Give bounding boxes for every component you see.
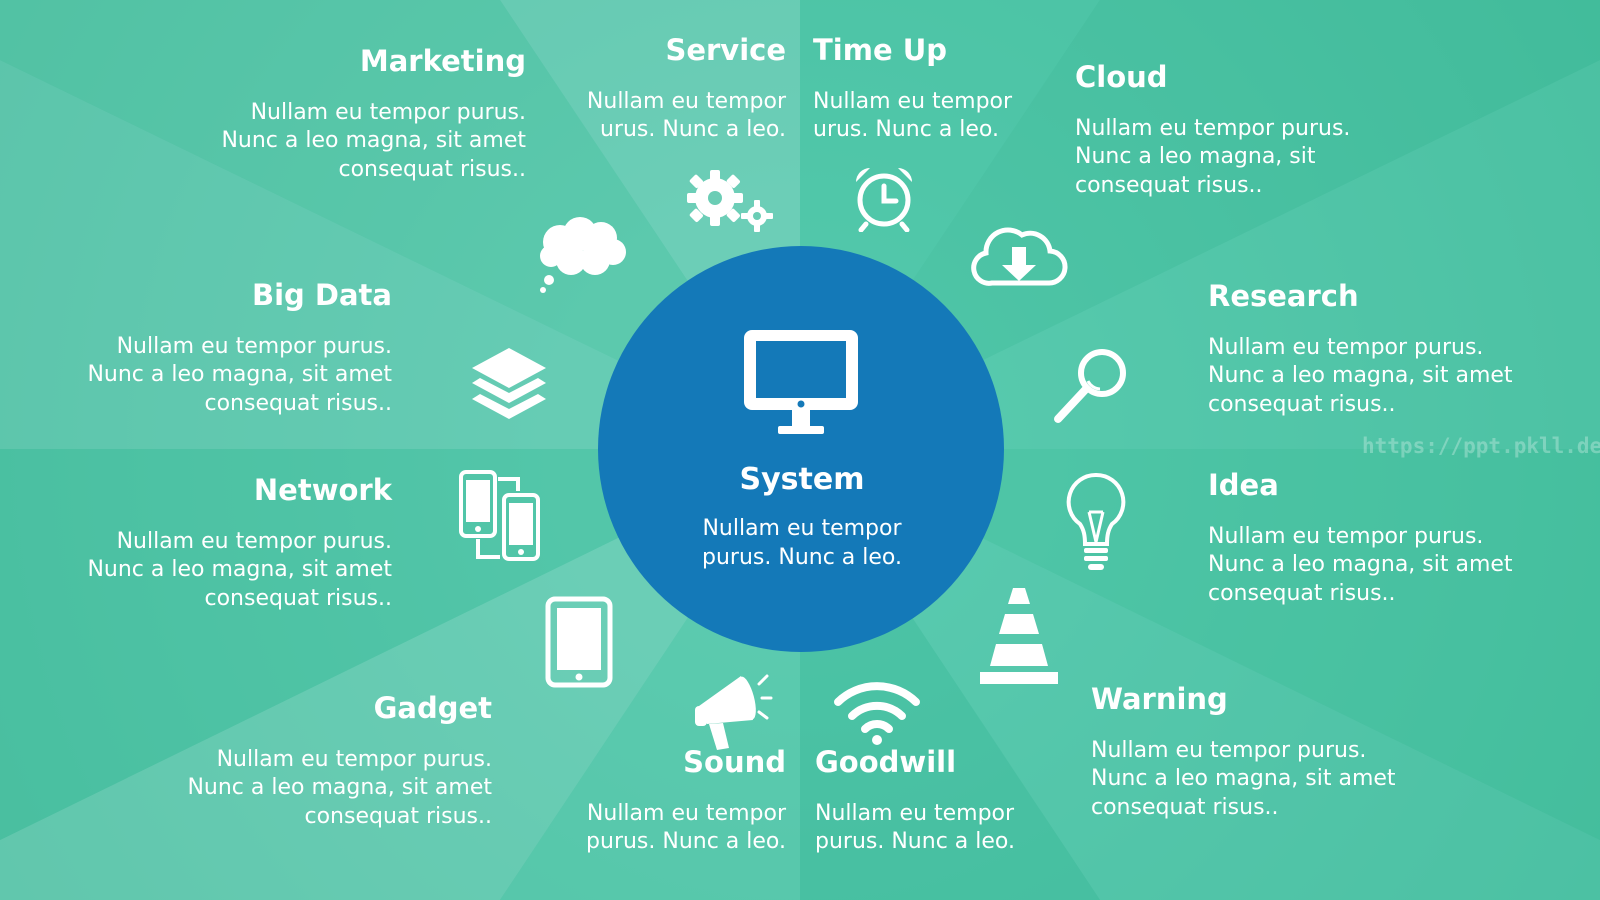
segment-sound: Sound Nullam eu tempor purus. Nunc a leo… bbox=[586, 745, 786, 857]
segment-research: Research Nullam eu tempor purus. Nunc a … bbox=[1208, 279, 1513, 420]
segment-body: Nullam eu tempor purus. Nunc a leo magna… bbox=[87, 333, 392, 416]
gears-icon bbox=[687, 170, 773, 232]
segment-title: Sound bbox=[683, 745, 786, 779]
segment-gadget: Gadget Nullam eu tempor purus. Nunc a le… bbox=[187, 691, 492, 832]
light-bulb-icon bbox=[1066, 472, 1126, 570]
segment-body: Nullam eu tempor urus. Nunc a leo. bbox=[813, 88, 1013, 143]
segment-body: Nullam eu tempor purus. Nunc a leo magna… bbox=[1091, 737, 1396, 820]
segment-service: Service Nullam eu tempor urus. Nunc a le… bbox=[587, 33, 786, 145]
segment-title: Marketing bbox=[359, 44, 526, 78]
segment-body: Nullam eu tempor purus. Nunc a leo. bbox=[815, 800, 1015, 855]
center-circle bbox=[598, 246, 1004, 652]
segment-title: Cloud bbox=[1075, 60, 1168, 94]
segment-body: Nullam eu tempor purus. Nunc a leo magna… bbox=[187, 746, 492, 829]
watermark-text: https://ppt.pkll.de bbox=[1362, 434, 1600, 458]
segment-cloud: Cloud Nullam eu tempor purus. Nunc a leo… bbox=[1075, 60, 1350, 201]
wifi-icon bbox=[834, 682, 920, 745]
center-label: System Nullam eu tempor purus. Nunc a le… bbox=[630, 462, 974, 572]
segment-marketing: Marketing Nullam eu tempor purus. Nunc a… bbox=[221, 44, 526, 185]
segment-idea: Idea Nullam eu tempor purus. Nunc a leo … bbox=[1208, 468, 1513, 609]
thought-bubble-icon bbox=[540, 217, 626, 293]
center-title: System bbox=[739, 462, 865, 497]
segment-title: Service bbox=[665, 33, 786, 67]
segment-body: Nullam eu tempor purus. Nunc a leo magna… bbox=[1208, 334, 1513, 417]
segment-network: Network Nullam eu tempor purus. Nunc a l… bbox=[87, 473, 392, 614]
segment-goodwill: Goodwill Nullam eu tempor purus. Nunc a … bbox=[815, 745, 1015, 857]
wedge-warning bbox=[800, 449, 1600, 900]
segment-body: Nullam eu tempor purus. Nunc a leo magna… bbox=[1075, 115, 1351, 198]
segment-body: Nullam eu tempor purus. Nunc a leo magna… bbox=[87, 528, 392, 611]
segment-body: Nullam eu tempor purus. Nunc a leo magna… bbox=[1208, 523, 1513, 606]
magnifier-icon bbox=[1054, 349, 1126, 423]
segment-title: Goodwill bbox=[815, 745, 957, 779]
segment-title: Big Data bbox=[252, 278, 392, 312]
segment-body: Nullam eu tempor purus. Nunc a leo magna… bbox=[221, 99, 526, 182]
wedge-marketing bbox=[0, 0, 800, 449]
segment-body: Nullam eu tempor urus. Nunc a leo. bbox=[586, 88, 786, 143]
segment-title: Warning bbox=[1091, 682, 1228, 716]
traffic-cone-icon bbox=[980, 588, 1058, 684]
wedge-research bbox=[800, 60, 1600, 449]
wedge-cloud bbox=[800, 0, 1600, 449]
phones-sync-icon bbox=[459, 470, 540, 561]
segment-big-data: Big Data Nullam eu tempor purus. Nunc a … bbox=[87, 278, 392, 419]
wedge-network bbox=[0, 449, 800, 840]
segment-warning: Warning Nullam eu tempor purus. Nunc a l… bbox=[1091, 682, 1396, 823]
megaphone-icon bbox=[695, 674, 773, 750]
wedge-gadget bbox=[0, 449, 800, 900]
segment-title: Time Up bbox=[813, 33, 948, 67]
center-body: Nullam eu tempor purus. Nunc a leo. bbox=[702, 516, 902, 570]
layers-icon bbox=[472, 348, 546, 419]
alarm-clock-icon bbox=[856, 168, 912, 232]
monitor-icon bbox=[744, 330, 858, 434]
segment-body: Nullam eu tempor purus. Nunc a leo. bbox=[586, 800, 786, 855]
segment-title: Research bbox=[1208, 279, 1359, 313]
tablet-icon bbox=[545, 596, 613, 688]
segment-title: Gadget bbox=[373, 691, 492, 725]
segment-time-up: Time Up Nullam eu tempor urus. Nunc a le… bbox=[813, 33, 1012, 145]
segment-title: Network bbox=[253, 473, 392, 507]
segment-title: Idea bbox=[1208, 468, 1279, 502]
cloud-download-icon bbox=[971, 227, 1068, 286]
